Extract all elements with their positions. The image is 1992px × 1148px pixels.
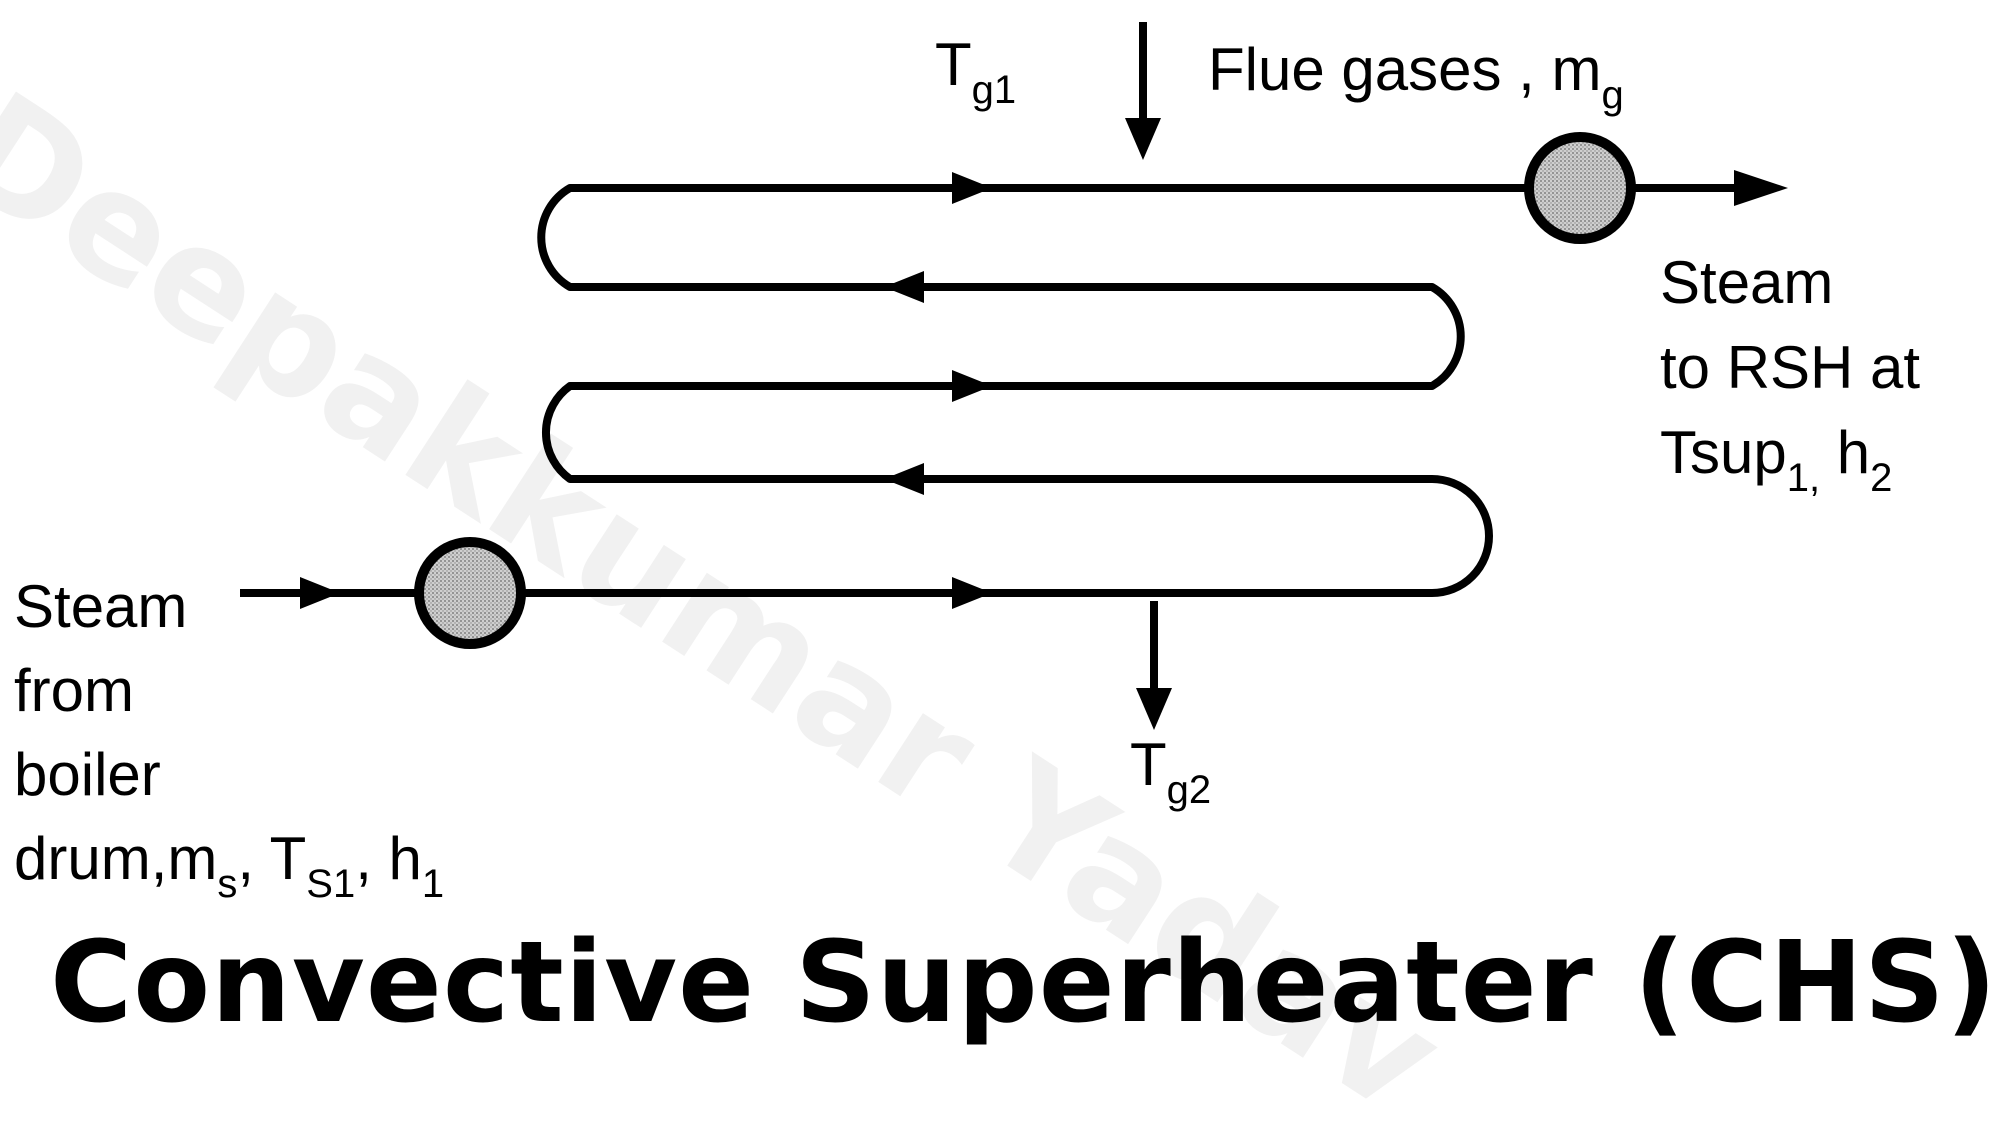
flue-gas-outlet-temp: Tg2	[1130, 735, 1211, 811]
flow-arrow-right	[952, 370, 992, 402]
flue-gas-inlet-temp: Tg1	[935, 35, 1016, 111]
diagram-caption: Convective Superheater (CHS)	[50, 918, 1992, 1048]
flow-arrow-left	[884, 463, 924, 495]
down-arrow-icon	[1136, 688, 1172, 730]
drum-text: drum,	[14, 825, 168, 892]
mass-flow-symbol: m	[167, 825, 218, 892]
steam-inlet-line4: drum,ms, TS1, h1	[14, 817, 444, 908]
steam-outlet-line3: Tsup1, h2	[1660, 410, 1920, 503]
inlet-arrow-head	[300, 577, 340, 609]
outlet-arrow-head	[1734, 170, 1788, 206]
enthalpy-subscript: 1	[421, 862, 445, 906]
steam-inlet-line3: boiler	[14, 741, 161, 808]
superheater-coil-diagram	[240, 22, 1788, 730]
temp-subscript: S1	[306, 862, 356, 906]
mass-flow-subscript: s	[217, 862, 238, 906]
flue-gas-flow-label: Flue gases , mg	[1208, 40, 1624, 116]
serpentine-tube	[466, 184, 1584, 597]
flow-subscript: g	[1601, 73, 1624, 117]
enthalpy-symbol: , h	[355, 825, 422, 892]
tsup-symbol: Tsup	[1660, 419, 1787, 486]
flue-gas-text: Flue gases , m	[1208, 36, 1602, 103]
flow-arrow-left	[884, 271, 924, 303]
steam-outlet-label: Steam to RSH at Tsup1, h2	[1660, 240, 1920, 503]
diagram-stage: Deepakkumar Yadav	[0, 22, 1992, 1148]
enthalpy-subscript: 2	[1870, 456, 1893, 500]
steam-inlet-label: Steam from boiler drum,ms, TS1, h1	[14, 565, 444, 908]
temp-symbol: T	[1130, 731, 1167, 798]
steam-inlet-line2: from	[14, 657, 134, 724]
steam-outlet-line2: to RSH at	[1660, 334, 1921, 401]
outlet-header	[1524, 132, 1636, 244]
temp-subscript: g2	[1166, 768, 1212, 812]
temp-subscript: g1	[971, 68, 1017, 112]
inlet-header	[414, 537, 526, 649]
steam-outlet-line1: Steam	[1660, 249, 1834, 316]
flow-arrow-right	[952, 172, 992, 204]
steam-inlet-line1: Steam	[14, 573, 188, 640]
tsup-subscript: 1,	[1786, 456, 1821, 500]
down-arrow-icon	[1125, 118, 1161, 160]
temp-symbol: T	[935, 31, 972, 98]
flow-arrow-right	[952, 577, 992, 609]
temp-symbol: , T	[237, 825, 307, 892]
enthalpy-symbol: h	[1820, 419, 1871, 486]
